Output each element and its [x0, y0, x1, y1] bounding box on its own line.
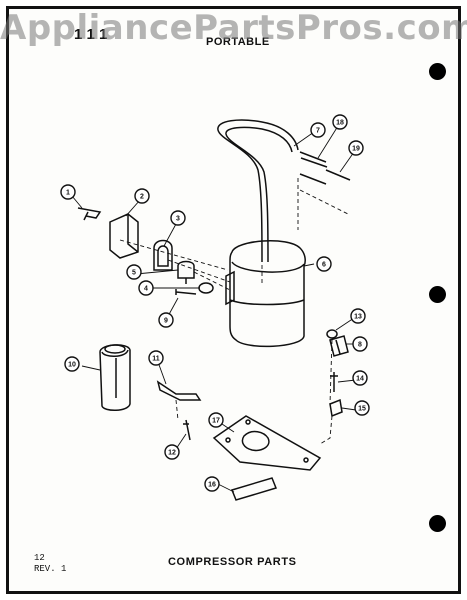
callout-label: 12	[168, 450, 176, 457]
diagram-caption: COMPRESSOR PARTS	[168, 556, 297, 568]
binder-hole-top	[429, 63, 446, 80]
callout-label: 5	[132, 270, 136, 277]
mounting-grommet	[329, 398, 343, 418]
terminal-screw	[175, 289, 197, 295]
callout-16: 16	[204, 476, 220, 492]
callout-4: 4	[138, 280, 154, 296]
callout-19: 19	[348, 140, 364, 156]
callout-13: 13	[350, 308, 366, 324]
callout-label: 19	[352, 146, 360, 153]
callout-label: 10	[68, 362, 76, 369]
callout-15: 15	[354, 400, 370, 416]
capillary-tube	[299, 169, 351, 185]
model-code: 1 1 1	[74, 26, 108, 43]
callout-label: 14	[356, 376, 364, 383]
callout-label: 13	[354, 314, 362, 321]
callout-label: 2	[140, 194, 144, 201]
callout-label: 17	[212, 418, 220, 425]
binder-hole-bottom	[429, 515, 446, 532]
strap-screw	[183, 419, 191, 441]
binder-hole-middle	[429, 286, 446, 303]
base-cutout	[241, 430, 270, 452]
callout-7: 7	[310, 122, 326, 138]
callout-11: 11	[148, 350, 164, 366]
relay	[177, 260, 195, 284]
page-number: 12	[34, 553, 45, 563]
callout-14: 14	[352, 370, 368, 386]
callout-label: 11	[152, 356, 160, 363]
callout-17: 17	[208, 412, 224, 428]
callout-9: 9	[158, 312, 174, 328]
watermark: AppliancePartsPros.com	[0, 8, 467, 48]
mounting-bracket	[329, 335, 349, 357]
callout-label: 18	[336, 120, 344, 127]
callout-label: 6	[322, 262, 326, 269]
callout-label: 15	[358, 406, 366, 413]
callout-6: 6	[316, 256, 332, 272]
insulation-tape	[230, 477, 278, 501]
capacitor	[99, 344, 131, 411]
leader-lines	[71, 125, 358, 493]
callout-8: 8	[352, 336, 368, 352]
callout-12: 12	[164, 444, 180, 460]
callout-label: 3	[176, 216, 180, 223]
callout-2: 2	[134, 188, 150, 204]
callout-5: 5	[126, 264, 142, 280]
callout-18: 18	[332, 114, 348, 130]
callout-3: 3	[170, 210, 186, 226]
cover-gasket	[153, 239, 173, 271]
compressor-body	[229, 240, 306, 348]
callout-10: 10	[64, 356, 80, 372]
callout-label: 4	[144, 286, 148, 293]
terminal-cover	[109, 213, 139, 259]
compressor-base-plate	[212, 415, 322, 471]
revision-label: REV. 1	[34, 564, 67, 574]
grommet	[198, 282, 214, 294]
callout-label: 16	[208, 482, 216, 489]
mounting-bolt	[330, 372, 338, 392]
page-subtitle: PORTABLE	[206, 36, 270, 48]
discharge-tube	[217, 119, 299, 263]
callout-label: 8	[358, 342, 362, 349]
discharge-tube-inner	[225, 126, 293, 263]
callout-1: 1	[60, 184, 76, 200]
compressor-terminal-box	[225, 270, 235, 306]
callout-label: 7	[316, 128, 320, 135]
mounting-nut	[326, 329, 338, 339]
callout-label: 1	[66, 190, 70, 197]
filter-drier-tube	[299, 151, 328, 168]
callout-label: 9	[164, 318, 168, 325]
capacitor-strap	[156, 380, 202, 401]
mounting-clip	[77, 207, 102, 221]
